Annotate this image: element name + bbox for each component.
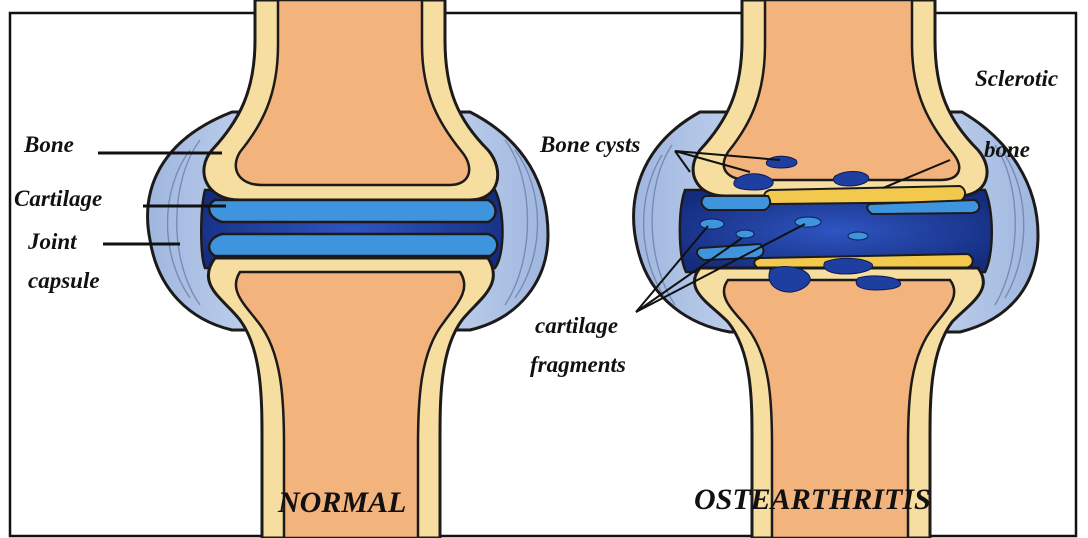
normal-lower-cartilage — [209, 234, 497, 256]
label-joint-line1: Joint — [27, 229, 77, 254]
label-bone-cysts: Bone cysts — [539, 132, 640, 157]
label-fragments-line1: cartilage — [535, 313, 618, 338]
title-osteoarthritis: OSTEARTHRITIS — [694, 483, 931, 516]
label-bone: Bone — [23, 132, 74, 157]
oa-upper-cartilage — [702, 196, 771, 210]
label-cartilage: Cartilage — [14, 186, 102, 211]
normal-upper-cartilage — [209, 200, 495, 222]
label-fragments-line2: fragments — [530, 352, 626, 377]
title-normal: NORMAL — [277, 486, 406, 519]
label-sclerotic-line1: Sclerotic — [975, 66, 1058, 91]
label-sclerotic-line2: bone — [984, 137, 1030, 162]
label-joint-line2: capsule — [28, 268, 100, 293]
